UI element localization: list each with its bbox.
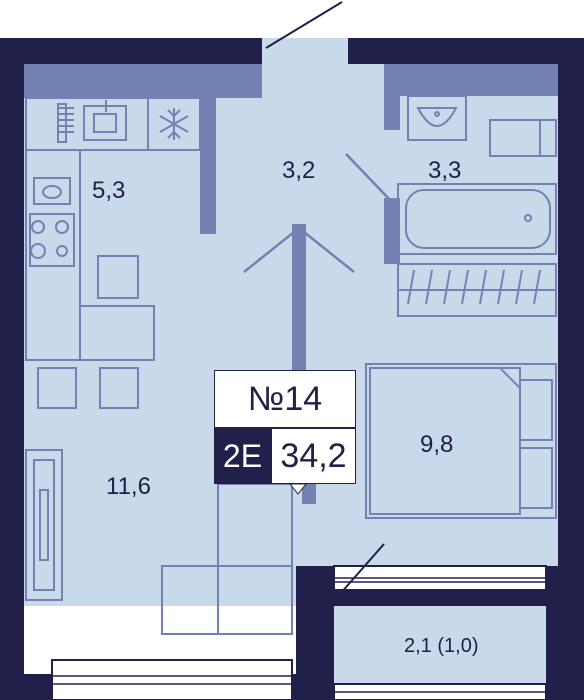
living-furniture (25, 449, 293, 635)
hall-area-label: 3,2 (282, 157, 315, 184)
living-area-label: 11,6 (106, 473, 151, 500)
apartment-total-area: 34,2 (271, 428, 356, 484)
door-swings-inner (243, 153, 393, 273)
info-pointer (288, 483, 308, 495)
apartment-type: 2E (214, 428, 271, 484)
partitions (24, 64, 558, 504)
outer-walls (0, 38, 584, 700)
bathroom-area-label: 3,3 (428, 157, 461, 184)
towel-rail (398, 269, 556, 305)
door-swings (265, 1, 385, 595)
bed (365, 363, 557, 519)
window-lines (52, 577, 546, 693)
kitchen-area-label: 5,3 (92, 177, 125, 204)
kitchen-furniture (25, 97, 201, 409)
freezer-icon (159, 108, 189, 140)
apartment-number: №14 (214, 370, 356, 428)
balcony-area-label: 2,1 (1,0) (404, 635, 478, 657)
bedroom-area-label: 9,8 (420, 431, 453, 458)
apartment-info-box: №14 2E 34,2 (214, 370, 358, 484)
